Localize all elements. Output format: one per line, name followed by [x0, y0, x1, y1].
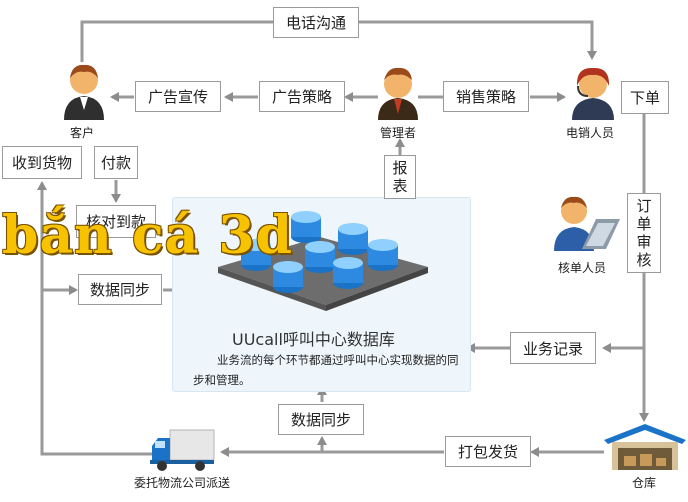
database-title: UUcall呼叫中心数据库	[232, 330, 395, 349]
database-cylinders	[241, 211, 398, 293]
report-box-label: 报表	[392, 159, 408, 195]
order-checker-label: 核单人员	[558, 261, 607, 275]
data-sync-bottom-box[interactable]: 数据同步	[278, 404, 364, 435]
ad-strategy-box[interactable]: 广告策略	[259, 81, 345, 112]
sales-strategy-box[interactable]: 销售策略	[443, 81, 529, 112]
payment-box[interactable]: 付款	[94, 146, 138, 179]
database-description: 业务流的每个环节都通过呼叫中心实现数据的同步和管理。	[193, 353, 459, 387]
ad-promo-box[interactable]: 广告宣传	[135, 81, 221, 112]
watermark-text: bắn cá 3d	[2, 205, 293, 266]
customer-label: 客户	[70, 126, 95, 140]
pack-ship-box[interactable]: 打包发货	[445, 436, 531, 467]
order-checker-icon	[554, 196, 620, 251]
telesales-label: 电销人员	[566, 126, 615, 140]
business-record-box[interactable]: 业务记录	[510, 332, 596, 364]
place-order-box[interactable]: 下单	[621, 81, 669, 114]
truck-icon	[150, 429, 215, 471]
line-logistics-received	[37, 181, 152, 456]
manager-label: 管理者	[380, 126, 417, 140]
phone-box[interactable]: 电话沟通	[273, 7, 359, 38]
order-review-box-label: 订单审核	[636, 197, 652, 269]
data-sync-left-box[interactable]: 数据同步	[78, 274, 162, 305]
logistics-label: 委托物流公司派送	[134, 476, 231, 490]
order-review-box[interactable]: 订单审核	[627, 193, 661, 273]
warehouse-label: 仓库	[632, 476, 657, 490]
report-box[interactable]: 报表	[384, 155, 416, 199]
received-box[interactable]: 收到货物	[2, 146, 82, 179]
manager-icon	[378, 67, 418, 120]
database-icon	[218, 211, 428, 311]
customer-icon	[64, 64, 104, 120]
warehouse-icon	[604, 424, 686, 470]
verify-payment-box[interactable]: 核对到款	[76, 205, 156, 238]
telesales-icon	[572, 67, 614, 120]
